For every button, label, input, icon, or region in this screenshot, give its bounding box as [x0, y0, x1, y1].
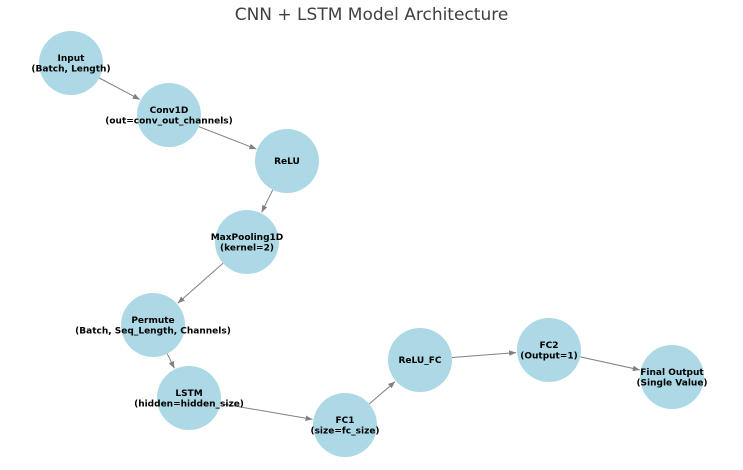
node-permute: Permute(Batch, Seq_Length, Channels): [75, 293, 231, 357]
diagram-title: CNN + LSTM Model Architecture: [235, 5, 509, 25]
edge-maxpool-to-permute: [177, 262, 224, 304]
node-sublabel: (size=fc_size): [310, 426, 379, 436]
node-sublabel: (Output=1): [520, 351, 578, 361]
node-circle: [640, 345, 704, 409]
node-sublabel: (out=conv_out_channels): [105, 116, 233, 126]
node-circle: [517, 318, 581, 382]
edge-fc2-to-final-output: [580, 356, 640, 372]
node-circle: [157, 366, 221, 430]
node-label: MaxPooling1D: [211, 233, 284, 243]
node-label: Conv1D: [150, 106, 189, 116]
node-label: Final Output: [640, 368, 704, 378]
node-label: ReLU: [274, 157, 300, 167]
node-sublabel: (hidden=hidden_size): [134, 399, 244, 409]
node-lstm: LSTM(hidden=hidden_size): [134, 366, 244, 430]
edge-conv1d-to-relu: [198, 126, 257, 150]
node-circle: [137, 83, 201, 147]
node-maxpool: MaxPooling1D(kernel=2): [211, 210, 284, 274]
edge-relu-to-maxpool: [261, 189, 274, 213]
node-input: Input(Batch, Length): [31, 31, 111, 95]
node-sublabel: (Batch, Seq_Length, Channels): [75, 326, 231, 336]
edge-lstm-to-fc1: [220, 403, 313, 421]
node-circle: [313, 393, 377, 457]
edge-fc1-to-relu-fc: [368, 381, 396, 405]
node-label: Permute: [131, 316, 174, 326]
node-relu: ReLU: [255, 129, 319, 193]
node-circle: [39, 31, 103, 95]
node-sublabel: (kernel=2): [220, 243, 274, 253]
node-relu-fc: ReLU_FC: [388, 328, 452, 392]
node-label: ReLU_FC: [398, 356, 441, 366]
node-sublabel: (Batch, Length): [31, 64, 110, 74]
node-label: Input: [58, 54, 86, 64]
node-fc2: FC2(Output=1): [517, 318, 581, 382]
nodes-layer: Input(Batch, Length)Conv1D(out=conv_out_…: [31, 31, 708, 457]
edge-input-to-conv1d: [99, 77, 141, 100]
node-label: LSTM: [175, 389, 202, 399]
node-label: FC1: [335, 416, 354, 426]
node-circle: [215, 210, 279, 274]
node-circle: [121, 293, 185, 357]
edge-permute-to-lstm: [166, 353, 175, 369]
node-label: FC2: [539, 341, 558, 351]
node-sublabel: (Single Value): [636, 378, 707, 388]
node-conv1d: Conv1D(out=conv_out_channels): [105, 83, 233, 147]
edge-relu-fc-to-fc2: [451, 350, 517, 358]
node-fc1: FC1(size=fc_size): [310, 393, 380, 457]
node-final-output: Final Output(Single Value): [636, 345, 708, 409]
edges-layer: [99, 77, 640, 421]
node-circle: [255, 129, 319, 193]
node-circle: [388, 328, 452, 392]
